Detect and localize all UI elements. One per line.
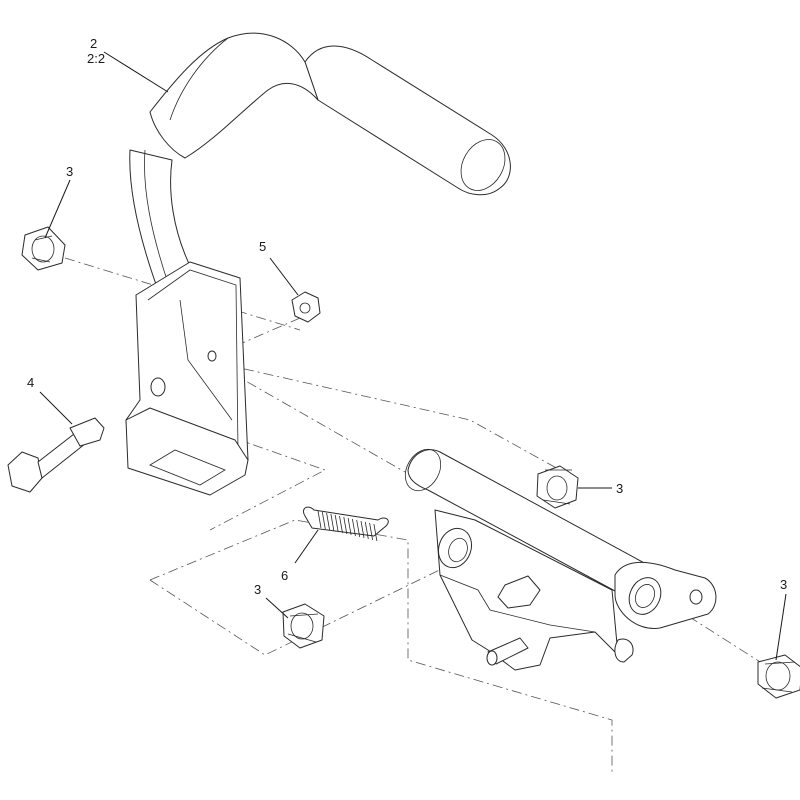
callout-labels: 2 2:2 3 5 4 3 6 3 3 (27, 36, 787, 597)
spring-part (302, 506, 389, 542)
leader-bushing-right-bottom (775, 593, 787, 661)
callout-nut: 5 (259, 239, 266, 254)
leader-bolt (39, 391, 73, 425)
leader-bushing-left-bottom (265, 597, 289, 619)
callout-handle-number: 2 (90, 36, 97, 51)
nut-part (291, 291, 321, 323)
bushing-left-top (21, 226, 66, 271)
leader-lines (39, 51, 787, 661)
bushing-left-bottom (282, 603, 325, 649)
callout-bushing-left-bottom: 3 (254, 582, 261, 597)
callout-handle-qty: 2:2 (87, 51, 105, 66)
callout-bushing-left-top: 3 (66, 164, 73, 179)
pivot-hole (150, 377, 166, 397)
bushing-right-mid (536, 465, 579, 509)
leader-nut (269, 257, 299, 296)
leader-bushing-left-top (44, 179, 71, 239)
pivot-bracket-part (404, 448, 717, 671)
handle-part (125, 32, 511, 496)
callout-bushing-right-bottom: 3 (780, 577, 787, 592)
leader-spring (294, 529, 319, 564)
callout-spring: 6 (281, 568, 288, 583)
bolt-part (7, 417, 105, 493)
leader-handle (103, 51, 169, 93)
callout-bolt: 4 (27, 375, 34, 390)
spring-hole (207, 350, 217, 362)
bushing-right-bottom (757, 654, 800, 699)
callout-bushing-right-mid: 3 (616, 481, 623, 496)
